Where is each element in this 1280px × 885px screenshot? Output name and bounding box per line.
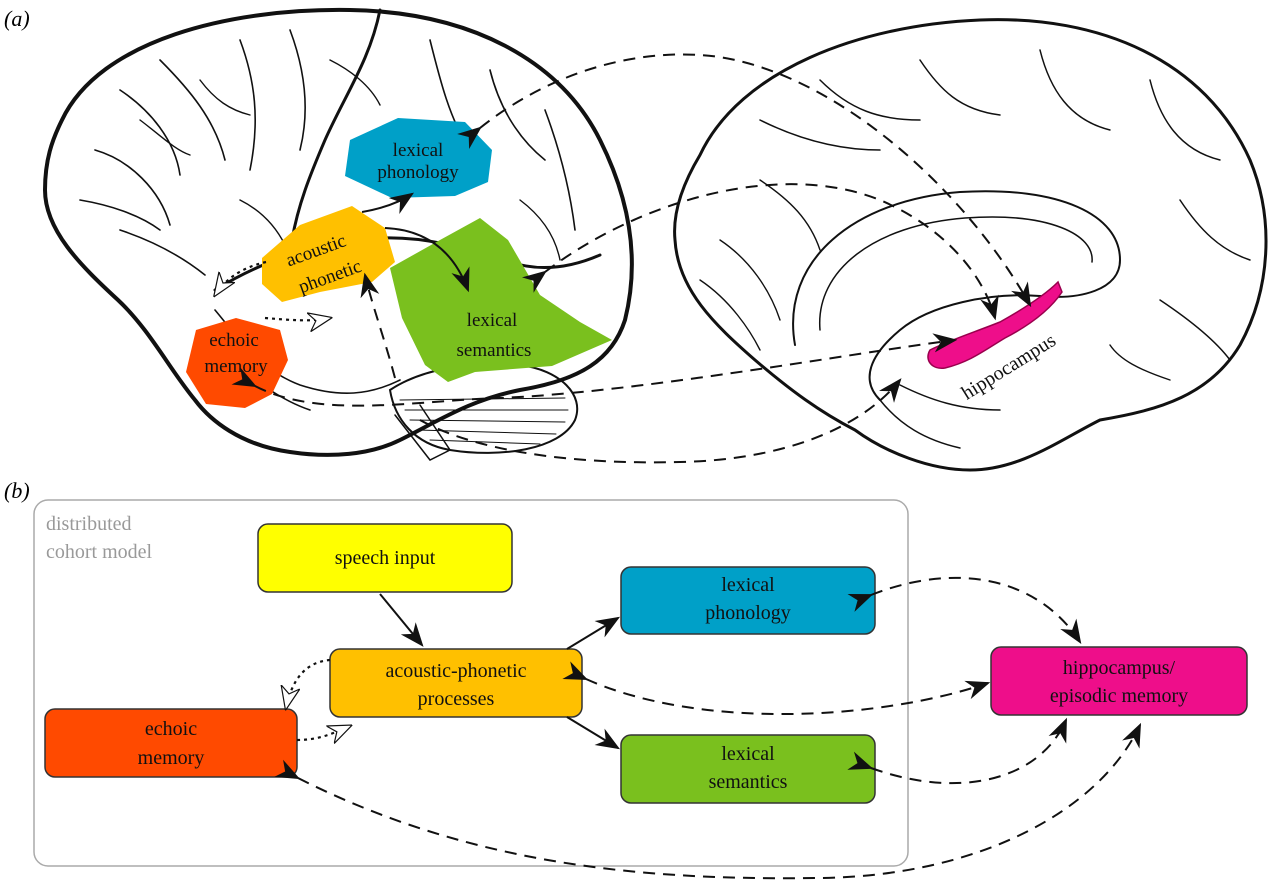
model-dashed-arrows <box>274 576 1142 880</box>
box-label-lexical-phonology-1: lexical <box>721 574 775 596</box>
box-hippocampus <box>990 646 1248 716</box>
box-label-echoic-memory-2: memory <box>138 747 205 769</box>
box-label-acoustic-phonetic-2: processes <box>418 688 495 710</box>
label-echoic-memory-1: echoic <box>209 330 259 351</box>
model-label-2: cohort model <box>46 541 153 563</box>
model-label-1: distributed <box>46 513 132 535</box>
box-label-hippocampus-2: episodic memory <box>1050 685 1188 707</box>
box-label-echoic-memory-1: echoic <box>145 718 197 740</box>
box-label-speech-input: speech input <box>335 547 436 569</box>
label-lexical-semantics-1: lexical <box>467 310 518 331</box>
label-lexical-phonology-2: phonology <box>377 162 459 183</box>
label-lexical-phonology-1: lexical <box>393 140 444 161</box>
label-echoic-memory-2: memory <box>204 356 268 377</box>
box-label-hippocampus-1: hippocampus/ <box>1063 657 1176 679</box>
region-lexical-phonology <box>345 118 492 198</box>
box-label-lexical-semantics-1: lexical <box>721 743 775 765</box>
label-lexical-semantics-2: semantics <box>457 340 532 361</box>
panel-a-label: (a) <box>4 6 30 31</box>
box-label-lexical-phonology-2: phonology <box>705 602 791 624</box>
panel-b-label: (b) <box>4 478 30 503</box>
cross-hemisphere-arrows <box>231 53 1032 464</box>
model-box-labels: speech input acoustic-phonetic processes… <box>138 547 1188 793</box>
box-label-acoustic-phonetic-1: acoustic-phonetic <box>385 660 526 682</box>
model-boxes <box>44 523 1248 804</box>
box-label-lexical-semantics-2: semantics <box>709 771 788 793</box>
box-speech-input <box>257 523 513 593</box>
